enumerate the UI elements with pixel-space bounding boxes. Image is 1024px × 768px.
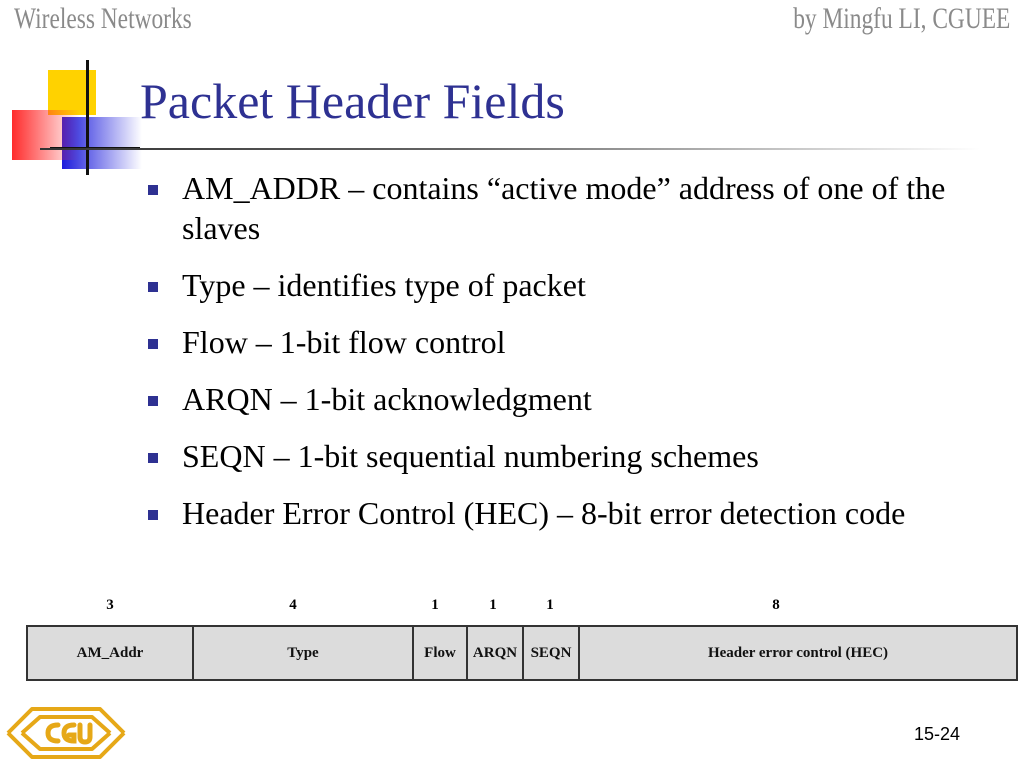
- field-bit-counts: 3 4 1 1 1 8: [26, 597, 1018, 619]
- list-item: Header Error Control (HEC) – 8-bit error…: [140, 493, 980, 533]
- field-hec: Header error control (HEC): [707, 644, 889, 661]
- list-item: Flow – 1-bit flow control: [140, 322, 980, 362]
- bullet-square-icon: [148, 510, 158, 520]
- bullet-square-icon: [148, 185, 158, 195]
- bullet-list: AM_ADDR – contains “active mode” address…: [140, 168, 980, 550]
- bullet-square-icon: [148, 396, 158, 406]
- bit-count-hec: 8: [772, 597, 780, 613]
- field-am-addr: AM_Addr: [28, 627, 194, 679]
- title-divider: [40, 148, 980, 150]
- page-number: 15-24: [913, 724, 960, 744]
- list-item: ARQN – 1-bit acknowledgment: [140, 379, 980, 419]
- cgu-logo-icon: [6, 707, 126, 759]
- bit-count-seqn: 1: [546, 597, 554, 613]
- field-flow: Flow: [414, 627, 468, 679]
- bullet-square-icon: [148, 339, 158, 349]
- slide-title: Packet Header Fields: [140, 73, 565, 129]
- list-item: Type – identifies type of packet: [140, 265, 980, 305]
- header-author: by Mingfu LI, CGUEE: [792, 2, 1010, 35]
- field-type: Type: [194, 627, 414, 679]
- list-item: AM_ADDR – contains “active mode” address…: [140, 168, 980, 248]
- bit-count-am-addr: 3: [106, 597, 114, 613]
- list-item: SEQN – 1-bit sequential numbering scheme…: [140, 436, 980, 476]
- bit-count-type: 4: [289, 597, 297, 613]
- header-course-title: Wireless Networks: [14, 2, 192, 35]
- bullet-square-icon: [148, 453, 158, 463]
- field-arqn: ARQN: [468, 627, 524, 679]
- decorative-squares-icon: [12, 60, 142, 175]
- field-seqn: SEQN: [524, 627, 580, 679]
- packet-header-diagram: AM_Addr Type Flow ARQN SEQN Header error…: [26, 625, 1018, 681]
- bullet-square-icon: [148, 282, 158, 292]
- bit-count-flow: 1: [431, 597, 439, 613]
- bit-count-arqn: 1: [489, 597, 497, 613]
